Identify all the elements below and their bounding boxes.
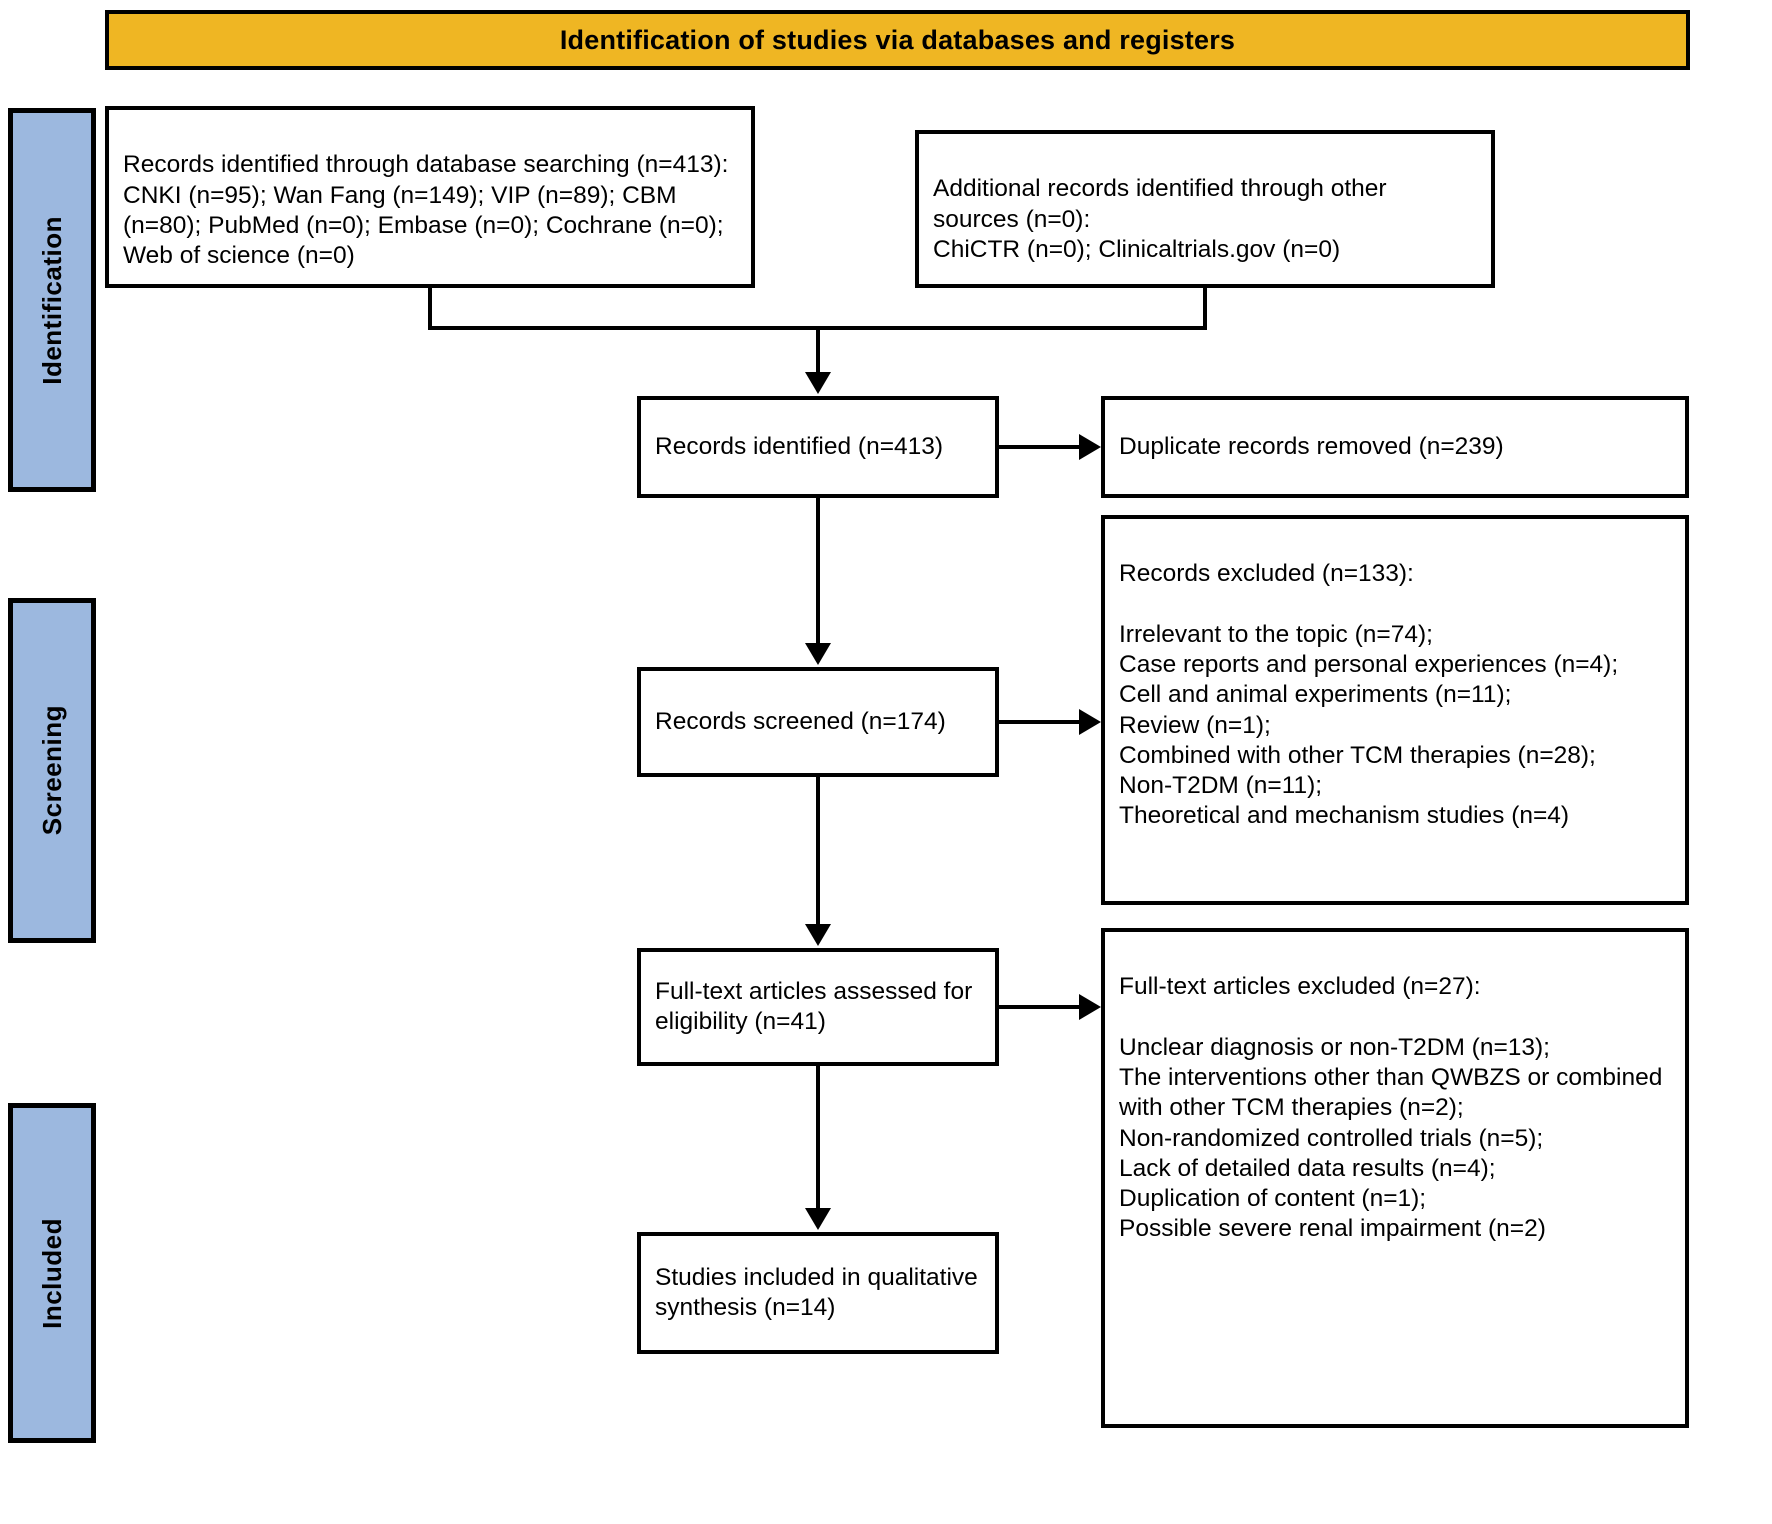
stage-label-identification: Identification <box>8 108 96 492</box>
box-studies-included: Studies included in qualitative synthesi… <box>637 1232 999 1354</box>
page-title: Identification of studies via databases … <box>559 24 1236 55</box>
arrowhead-to-duplicates <box>1079 434 1101 460</box>
arrowhead-to-records-screened <box>805 643 831 665</box>
box-database-search-text: Records identified through database sear… <box>123 151 729 269</box>
box-duplicates-removed: Duplicate records removed (n=239) <box>1101 396 1689 498</box>
stage-label-identification-text: Identification <box>36 215 67 385</box>
box-other-sources: Additional records identified through ot… <box>915 130 1495 288</box>
connector-db-down <box>428 288 432 330</box>
box-fulltext-assessed: Full-text articles assessed for eligibil… <box>637 948 999 1066</box>
box-other-sources-text: Additional records identified through ot… <box>933 175 1387 263</box>
connector-other-down <box>1203 288 1207 330</box>
connector-identified-to-dup <box>999 445 1081 449</box>
connector-screened-down <box>816 777 820 924</box>
box-studies-included-text: Studies included in qualitative synthesi… <box>655 1263 978 1321</box>
arrowhead-to-included <box>805 1208 831 1230</box>
stage-label-included: Included <box>8 1103 96 1443</box>
box-records-screened: Records screened (n=174) <box>637 667 999 777</box>
arrowhead-to-records-identified <box>805 372 831 394</box>
box-database-search: Records identified through database sear… <box>105 106 755 288</box>
stage-label-screening: Screening <box>8 598 96 943</box>
box-fulltext-excluded: Full-text articles excluded (n=27): Uncl… <box>1101 928 1689 1428</box>
box-records-screened-text: Records screened (n=174) <box>655 707 946 735</box>
connector-screened-to-excluded <box>999 720 1081 724</box>
connector-fulltext-to-excluded <box>999 1005 1081 1009</box>
box-records-identified: Records identified (n=413) <box>637 396 999 498</box>
box-records-excluded-text: Records excluded (n=133): Irrelevant to … <box>1119 560 1619 830</box>
box-fulltext-excluded-text: Full-text articles excluded (n=27): Uncl… <box>1119 973 1663 1243</box>
connector-merge-stem <box>816 326 820 372</box>
connector-identified-down <box>816 498 820 643</box>
stage-label-screening-text: Screening <box>36 705 67 836</box>
header-banner: Identification of studies via databases … <box>105 10 1690 70</box>
arrowhead-to-fulltext <box>805 924 831 946</box>
arrowhead-to-records-excluded <box>1079 709 1101 735</box>
box-records-excluded: Records excluded (n=133): Irrelevant to … <box>1101 515 1689 905</box>
box-records-identified-text: Records identified (n=413) <box>655 432 944 460</box>
connector-fulltext-down <box>816 1066 820 1208</box>
stage-label-included-text: Included <box>36 1217 67 1329</box>
box-duplicates-removed-text: Duplicate records removed (n=239) <box>1119 432 1504 460</box>
arrowhead-to-fulltext-excluded <box>1079 994 1101 1020</box>
box-fulltext-assessed-text: Full-text articles assessed for eligibil… <box>655 977 973 1035</box>
